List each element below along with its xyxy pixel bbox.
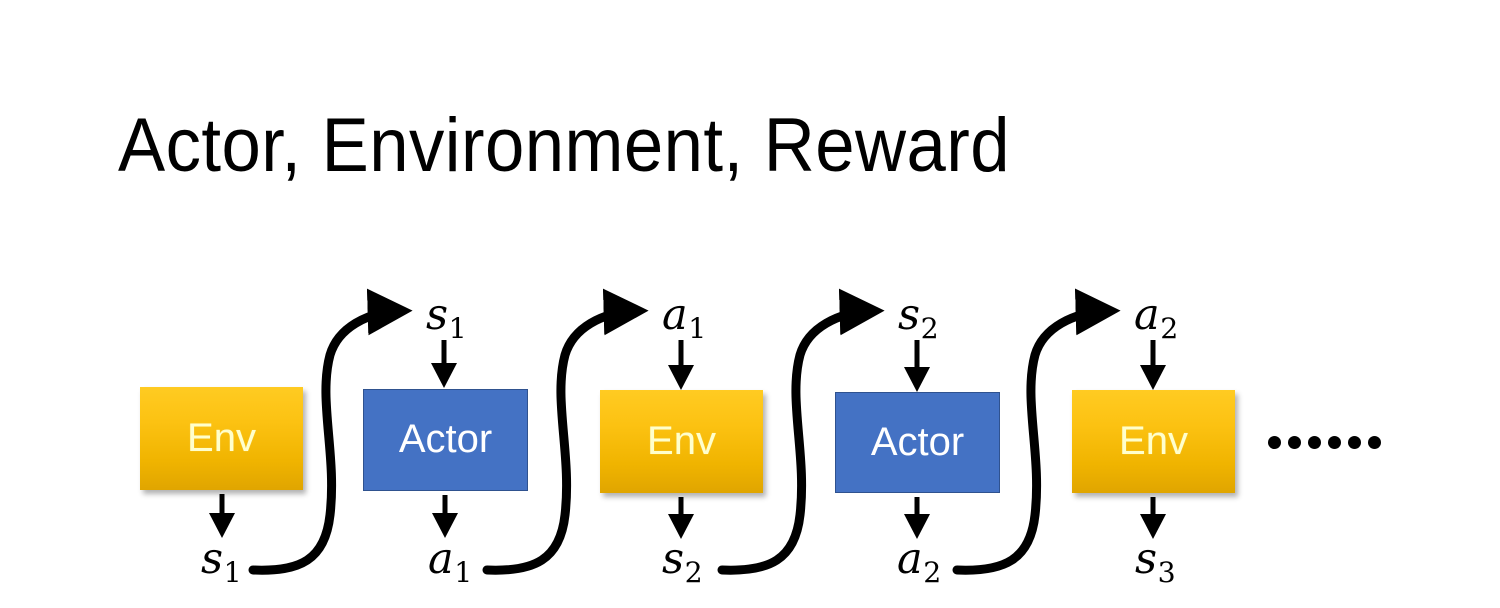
label-subscript: 2 [923,555,942,589]
ellipsis-dot [1368,436,1381,449]
ellipsis-dot [1328,436,1341,449]
node-label: Env [647,418,716,463]
label-action-a1-bottom: a1 [428,538,472,587]
label-state-s1-bottom: s1 [201,538,242,587]
label-subscript: 2 [1160,311,1179,345]
label-base: a [897,534,923,584]
node-label: Env [1119,418,1188,463]
label-base: s [426,290,449,340]
label-subscript: 3 [1157,555,1176,589]
label-base: s [662,534,685,584]
label-subscript: 1 [448,311,467,345]
label-base: s [201,534,224,584]
page-title: Actor, Environment, Reward [118,103,1011,188]
label-subscript: 2 [920,311,939,345]
label-base: a [1134,290,1160,340]
ellipsis-dot [1308,436,1321,449]
label-action-a2-bottom: a2 [897,538,941,587]
ellipsis-indicator [1268,436,1381,449]
node-env-3[interactable]: Env [1072,390,1235,493]
label-base: a [662,290,688,340]
ellipsis-dot [1268,436,1281,449]
label-state-s1-top: s1 [426,294,467,343]
node-env-1[interactable]: Env [140,387,303,490]
label-state-s2-top: s2 [898,294,939,343]
label-state-s3-bottom: s3 [1135,538,1176,587]
label-subscript: 2 [684,555,703,589]
label-base: s [898,290,921,340]
label-subscript: 1 [688,311,707,345]
node-label: Actor [870,419,965,464]
ellipsis-dot [1288,436,1301,449]
label-action-a2-top: a2 [1134,294,1178,343]
label-subscript: 1 [454,555,473,589]
node-actor-2[interactable]: Actor [835,392,1000,493]
node-label: Env [187,415,256,460]
node-env-2[interactable]: Env [600,390,763,493]
label-base: a [428,534,454,584]
ellipsis-dot [1348,436,1361,449]
node-label: Actor [398,417,493,461]
label-action-a1-top: a1 [662,294,706,343]
node-actor-1[interactable]: Actor [363,389,528,491]
label-state-s2-bottom: s2 [662,538,703,587]
label-subscript: 1 [223,555,242,589]
label-base: s [1135,534,1158,584]
